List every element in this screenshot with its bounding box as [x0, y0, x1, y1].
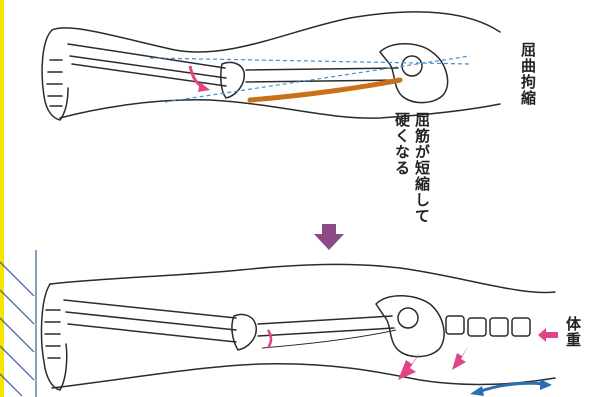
shift-double-arrow	[470, 379, 552, 396]
bottom-body-outline	[50, 264, 555, 292]
top-pelvis	[380, 44, 448, 103]
bottom-foot-bones	[45, 310, 60, 358]
top-femur	[246, 68, 400, 82]
hamstring-label-line-2: 硬くなる	[393, 112, 411, 176]
bottom-hip-joint	[398, 308, 418, 328]
bottom-tibia	[64, 300, 236, 330]
hamstring-muscle	[250, 80, 400, 100]
down-arrow-2	[452, 346, 468, 370]
top-leg-figure	[42, 12, 500, 120]
vertebra-2	[468, 318, 486, 336]
bottom-body-outline-lower	[52, 364, 555, 388]
bottom-foot	[42, 284, 67, 390]
bottom-femur	[258, 316, 394, 336]
weight-arrow	[538, 328, 558, 342]
top-hip-joint	[402, 56, 422, 76]
hamstring-shortening-label: 屈筋が短縮して 硬くなる	[392, 112, 432, 224]
vertebra-4	[512, 318, 530, 336]
top-body-outline	[52, 12, 500, 52]
transition-down-arrow	[314, 224, 344, 250]
left-edge-strip	[0, 0, 4, 397]
bottom-knee-arrow	[268, 330, 271, 348]
hamstring-label-line-1: 屈筋が短縮して	[413, 112, 431, 224]
bottom-knee	[232, 314, 256, 350]
wall	[0, 250, 36, 397]
top-tibia	[68, 44, 226, 78]
bottom-pelvis	[376, 296, 444, 357]
body-weight-label: 体重	[563, 316, 584, 348]
vertebra-3	[490, 318, 508, 336]
flexion-contracture-label: 屈曲拘縮	[518, 42, 539, 106]
top-body-outline-lower	[60, 100, 500, 118]
bottom-leg-figure	[42, 264, 555, 390]
bottom-hamstring	[262, 330, 396, 348]
top-foot-bones	[47, 60, 62, 106]
vertebra-1	[446, 316, 464, 334]
